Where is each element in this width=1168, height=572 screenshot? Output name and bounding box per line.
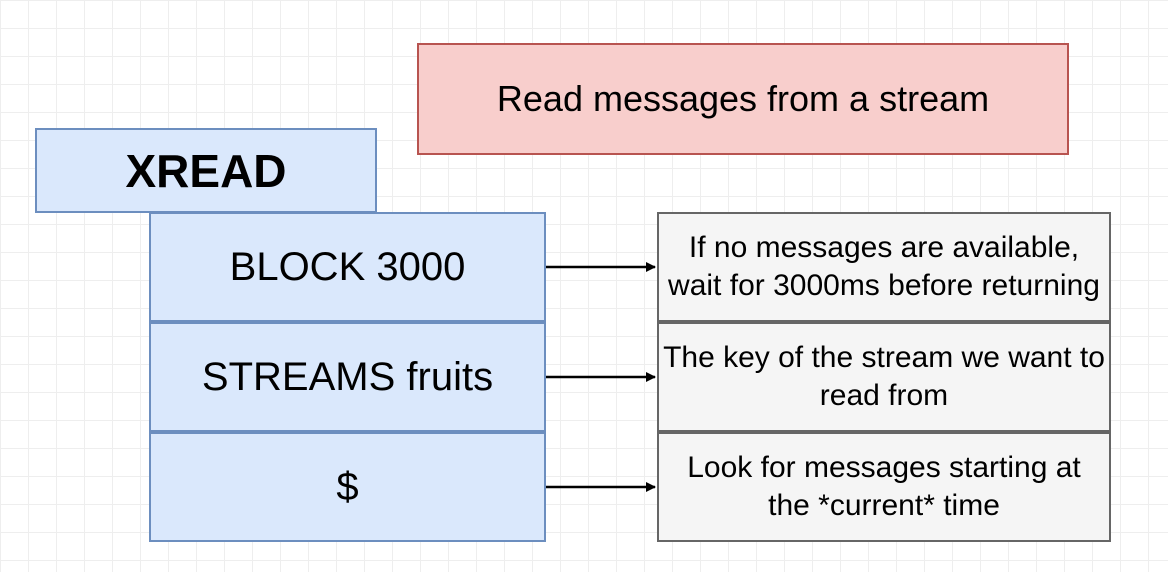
- command-name: XREAD: [125, 144, 287, 197]
- description-box-streams: The key of the stream we want to read fr…: [657, 322, 1111, 432]
- argument-label: BLOCK 3000: [229, 244, 466, 289]
- argument-box-streams: STREAMS fruits: [149, 322, 546, 432]
- description-box-block: If no messages are available, wait for 3…: [657, 212, 1111, 322]
- description-text: If no messages are available, wait for 3…: [668, 231, 1100, 302]
- argument-box-block: BLOCK 3000: [149, 212, 546, 322]
- argument-label: $: [336, 464, 359, 509]
- argument-label: STREAMS fruits: [201, 354, 494, 399]
- argument-box-id: $: [149, 432, 546, 542]
- title-text: Read messages from a stream: [496, 78, 990, 119]
- description-text: Look for messages starting at the *curre…: [687, 451, 1081, 522]
- command-box: XREAD: [35, 128, 377, 213]
- title-box: Read messages from a stream: [417, 43, 1069, 155]
- description-text: The key of the stream we want to read fr…: [663, 341, 1105, 412]
- description-box-id: Look for messages starting at the *curre…: [657, 432, 1111, 542]
